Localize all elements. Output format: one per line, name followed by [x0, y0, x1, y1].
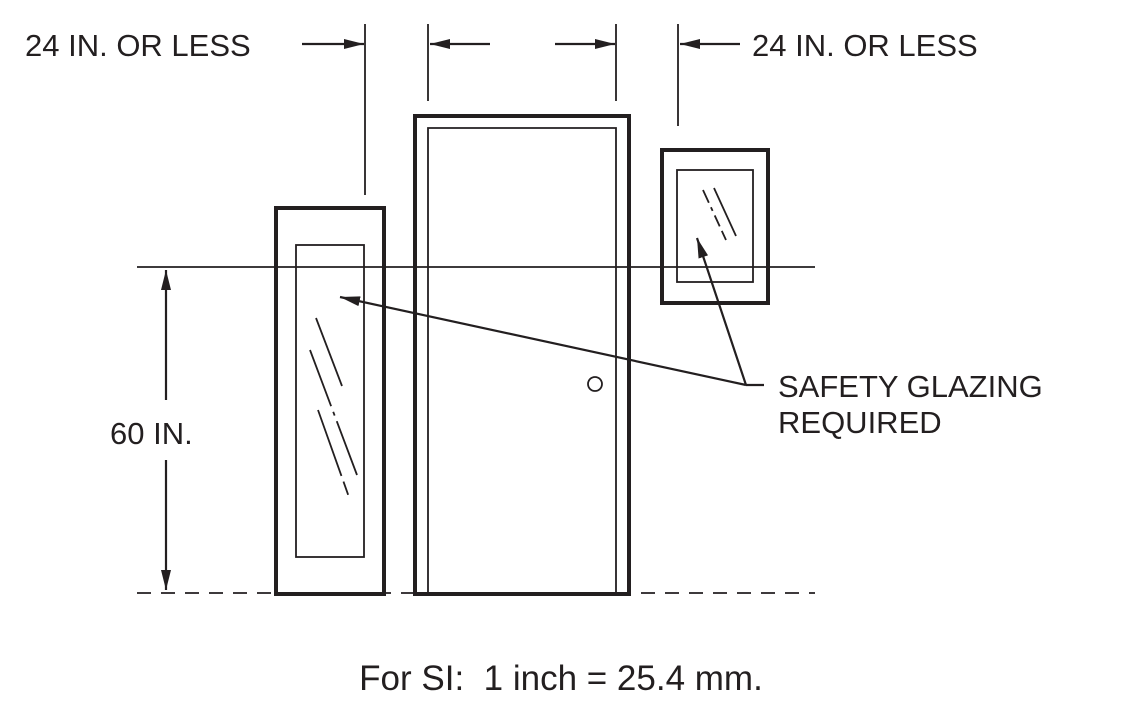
left-clearance-label: 24 IN. OR LESS — [25, 28, 251, 63]
callout-line-2: REQUIRED — [778, 405, 942, 440]
glazing-mark-icon — [309, 317, 358, 501]
door-leaf — [427, 127, 617, 594]
left-sidelight-frame — [274, 206, 386, 596]
glazing-mark-icon — [702, 187, 737, 241]
si-conversion-note: For SI: 1 inch = 25.4 mm. — [359, 659, 763, 698]
height-label: 60 IN. — [110, 416, 193, 451]
door-knob — [587, 376, 603, 392]
right-window-glass — [676, 169, 754, 283]
callout-line-1: SAFETY GLAZING — [778, 369, 1043, 404]
right-clearance-label: 24 IN. OR LESS — [752, 28, 978, 63]
right-window-frame — [660, 148, 770, 305]
leader-to-window — [695, 237, 748, 386]
door-frame — [413, 114, 631, 596]
leader-to-sidelight — [339, 295, 747, 387]
left-sidelight-glass — [295, 244, 365, 558]
